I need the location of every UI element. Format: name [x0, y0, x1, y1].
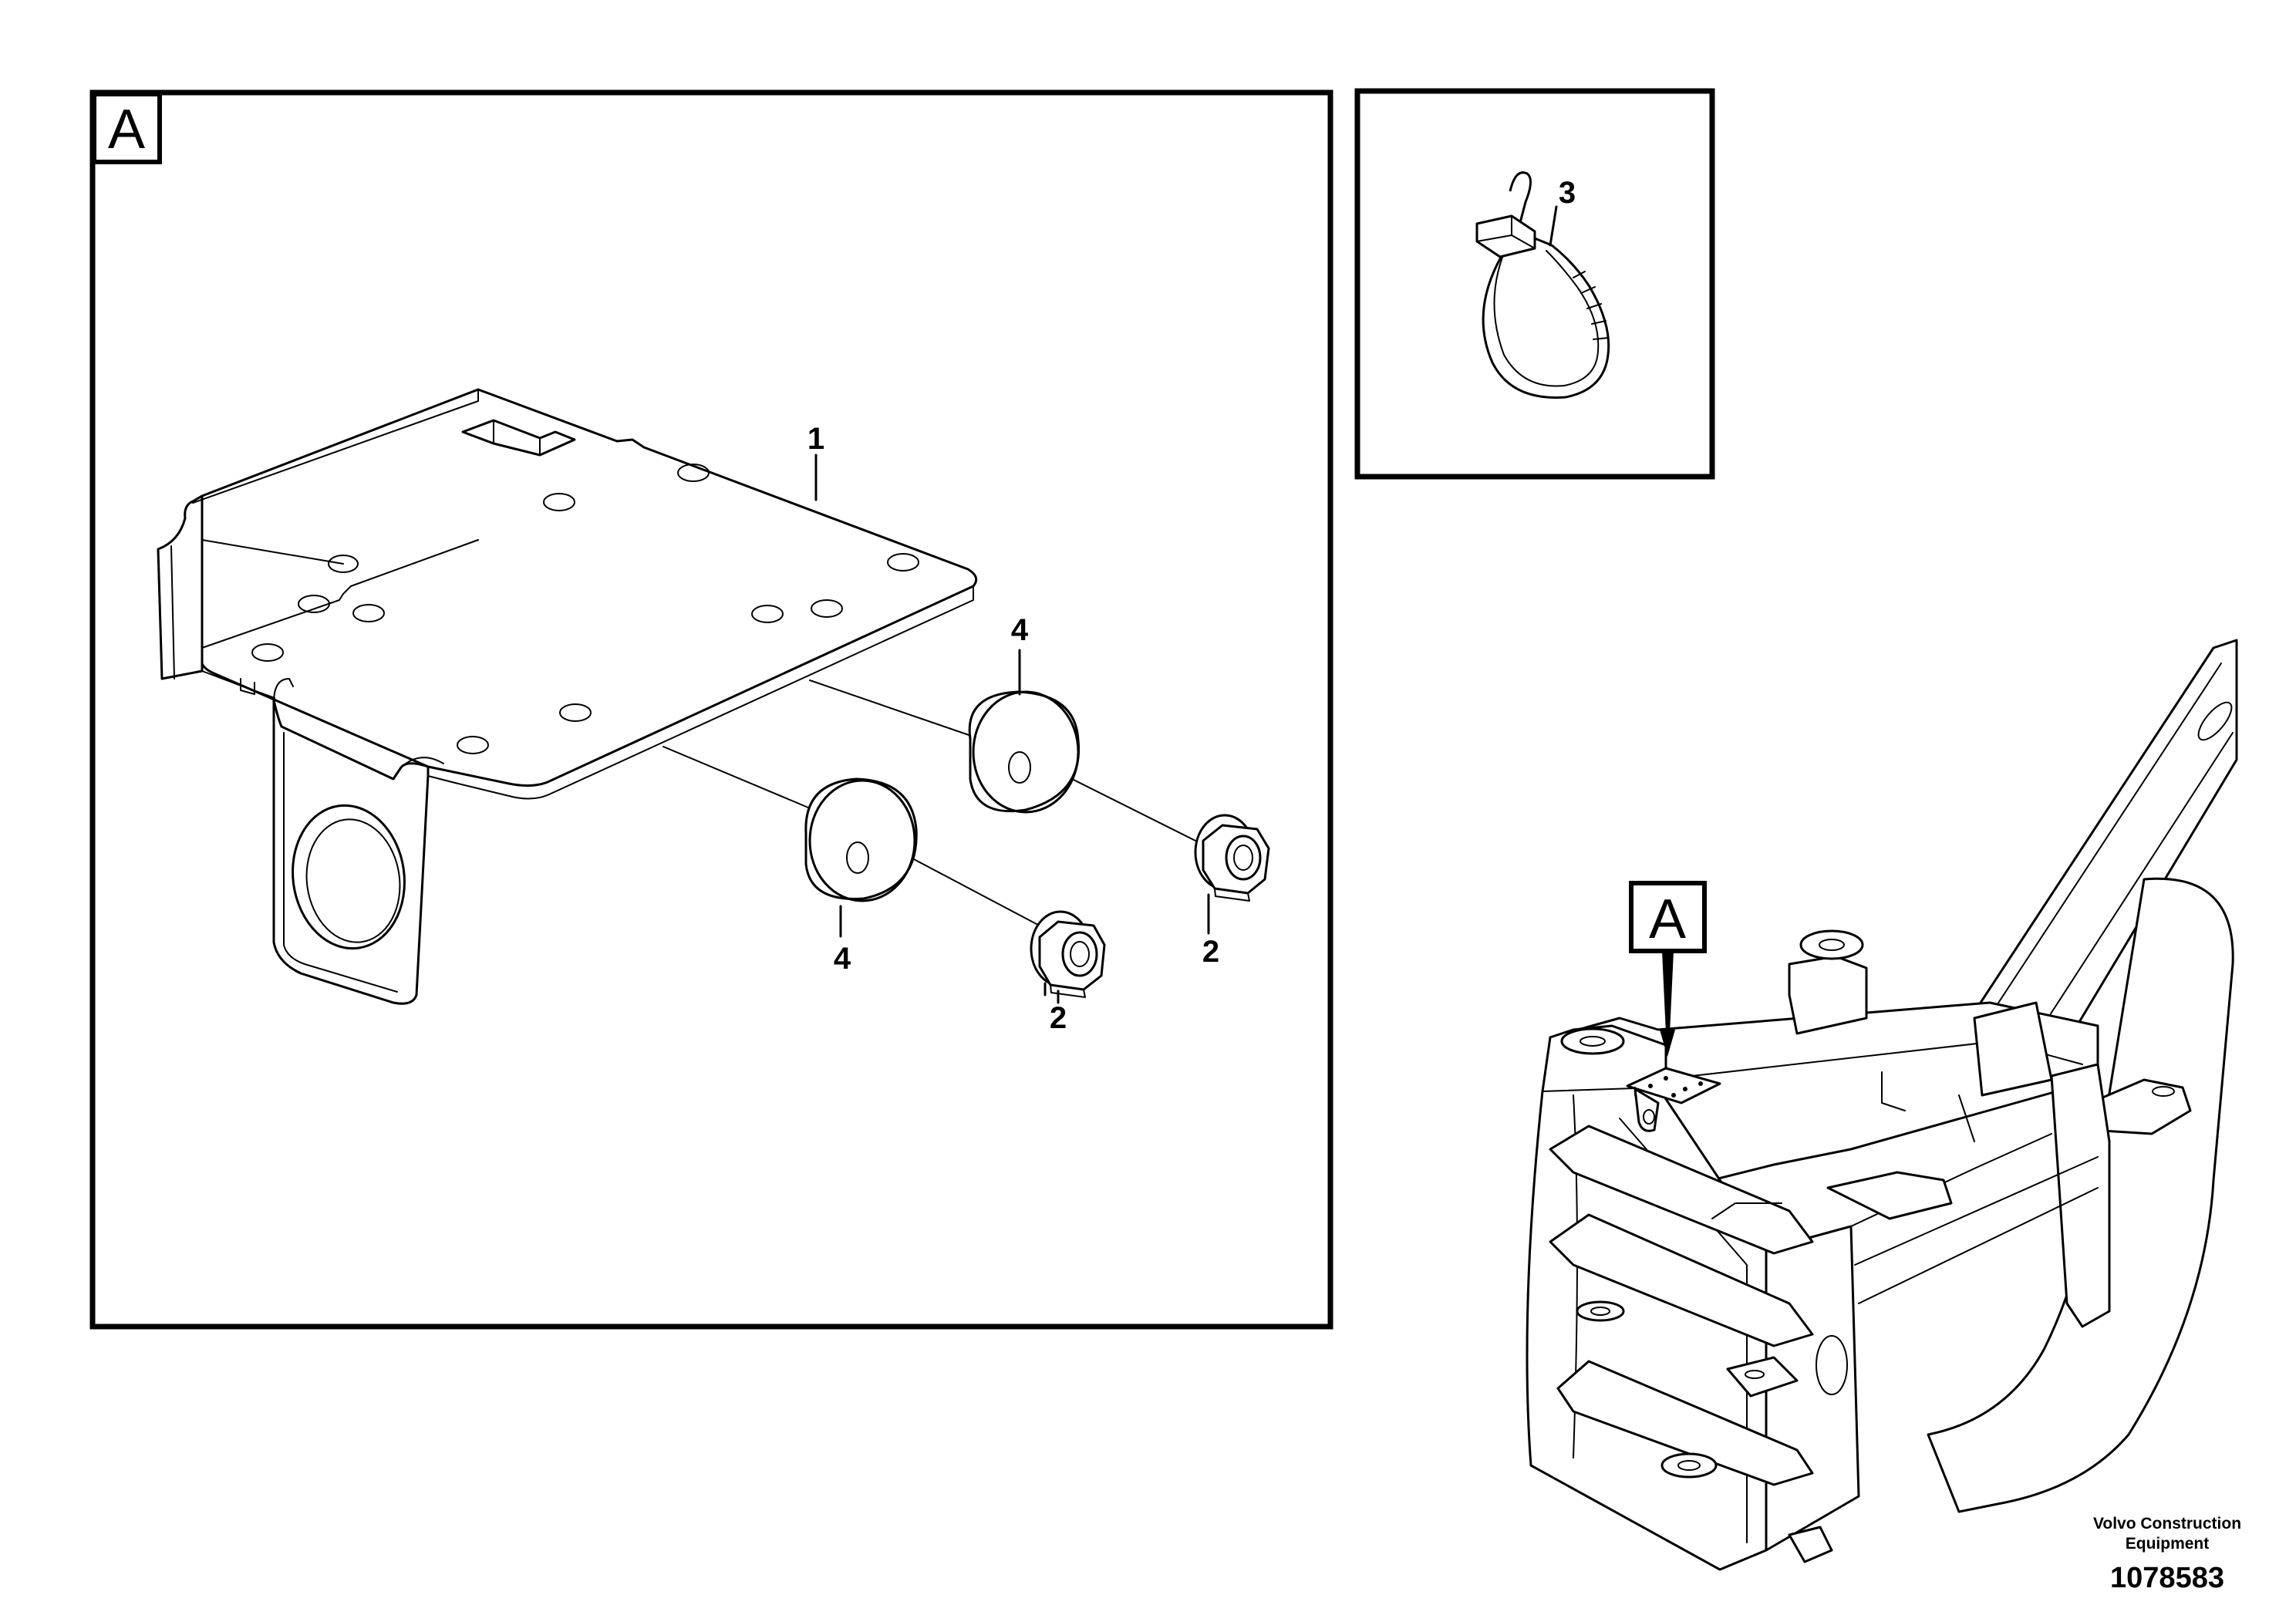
callout-2-right: 2	[1202, 935, 1219, 969]
callout-1: 1	[807, 422, 824, 456]
frame-overview: A	[1526, 639, 2238, 1571]
overview-tag: A	[1649, 889, 1686, 950]
brand-line-1: Volvo Construction	[2093, 1515, 2241, 1533]
overview-bracket	[1626, 1067, 1721, 1132]
washer-upper	[968, 690, 1081, 814]
callout-4-lower: 4	[834, 942, 851, 976]
cable-tie-frame	[1354, 88, 1715, 480]
detail-frame	[89, 89, 1333, 1330]
callout-3: 3	[1559, 176, 1576, 210]
detail-tag: A	[108, 99, 145, 160]
washer-lower	[804, 777, 918, 902]
callout-4-upper: 4	[1011, 613, 1029, 647]
detail-panel-a: A	[89, 89, 1333, 1330]
overview-pointer	[1662, 951, 1674, 1034]
callout-2-lower: 2	[1050, 1001, 1067, 1035]
mounting-bracket	[157, 388, 978, 1005]
detail-tag-box	[92, 92, 162, 164]
brand-line-2: Equipment	[2126, 1535, 2210, 1553]
cable-tie-panel: 3	[1354, 88, 1715, 480]
flange-nut-right	[1194, 814, 1270, 902]
flange-nut-lower	[1030, 910, 1106, 998]
cable-tie	[1475, 171, 1610, 399]
document-number: 1078583	[2110, 1562, 2224, 1594]
footer: Volvo Construction Equipment 1078583	[2093, 1515, 2241, 1594]
